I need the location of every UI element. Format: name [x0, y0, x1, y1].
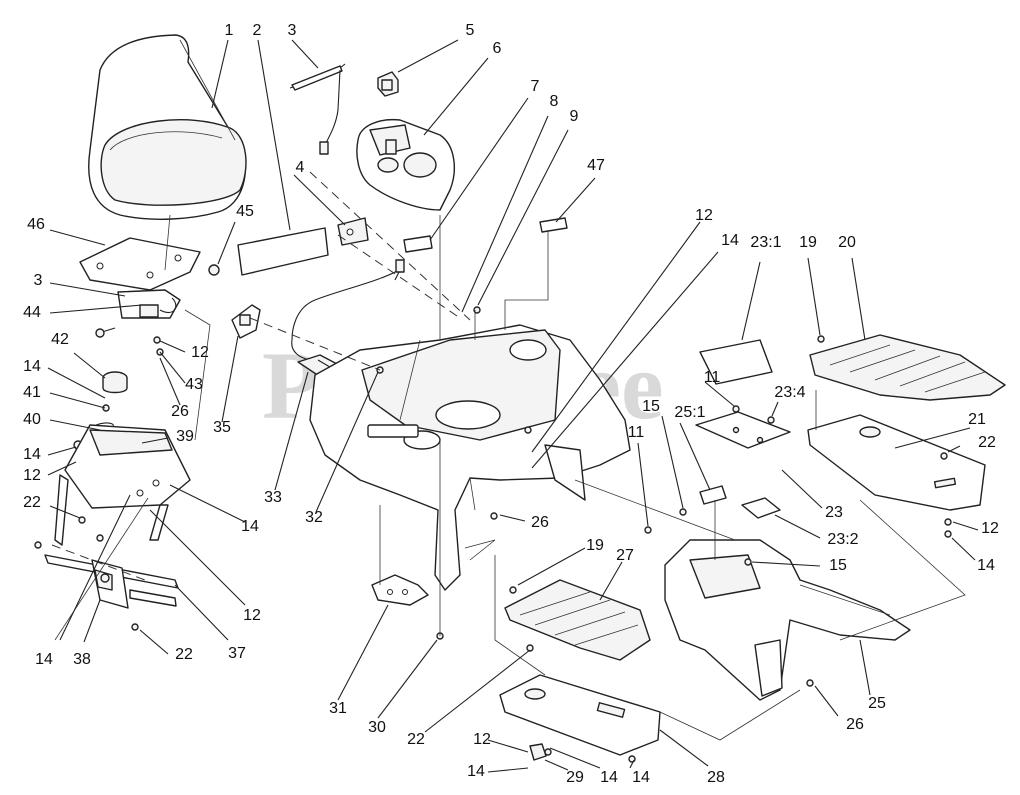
callout-23-2: 23:2: [827, 531, 858, 548]
callout-14h: 14: [600, 769, 618, 786]
decal-panel-2: [237, 227, 329, 276]
callout-12e: 12: [981, 520, 999, 537]
callout-21: 21: [968, 411, 986, 428]
callout-3: 3: [288, 22, 297, 39]
left-footrest-plate: [499, 644, 661, 756]
callout-29: 29: [566, 769, 584, 786]
callout-27: 27: [616, 547, 634, 564]
callout-14g: 14: [467, 763, 485, 780]
callout-32: 32: [305, 509, 323, 526]
callout-22b: 22: [175, 646, 193, 663]
cover-23-2: [741, 497, 781, 519]
callout-14e: 14: [721, 232, 739, 249]
right-footrest-plate: [807, 414, 986, 511]
throttle-cable: [289, 63, 346, 155]
callout-7: 7: [531, 78, 540, 95]
callout-11b: 11: [628, 424, 645, 441]
callout-22d: 22: [407, 731, 425, 748]
callout-23-4: 23:4: [774, 384, 805, 401]
callout-19a: 19: [799, 234, 817, 251]
callout-23-1: 23:1: [750, 234, 781, 251]
callout-25-1: 25:1: [674, 404, 705, 421]
callout-31: 31: [329, 700, 347, 717]
callout-19b: 19: [586, 537, 604, 554]
callout-47: 47: [587, 157, 605, 174]
callout-14f: 14: [977, 557, 995, 574]
callout-12f: 12: [473, 731, 491, 748]
callout-26a: 26: [171, 403, 189, 420]
callout-11a: 11: [704, 369, 721, 386]
callout-41: 41: [23, 384, 41, 401]
callout-15a: 15: [642, 398, 660, 415]
callout-35: 35: [213, 419, 231, 436]
ignition-switch: [377, 71, 399, 97]
callout-45: 45: [236, 203, 254, 220]
callout-2: 2: [253, 22, 262, 39]
callout-37: 37: [228, 645, 246, 662]
assembly-lines: [51, 171, 966, 741]
callout-14c: 14: [241, 518, 259, 535]
callout-labels: 1 2 3 5 6 7 8 9 47 4 46 45 3 44 12 42 43…: [23, 22, 999, 786]
decal-7: [403, 235, 433, 253]
callout-46: 46: [27, 216, 45, 233]
callout-15b: 15: [829, 557, 847, 574]
callout-38: 38: [73, 651, 91, 668]
callout-25: 25: [868, 695, 886, 712]
fender-body: [309, 324, 631, 591]
callout-14d: 14: [35, 651, 53, 668]
right-fender-25: [664, 539, 911, 701]
switch-bracket: [231, 304, 261, 339]
callout-26c: 26: [846, 716, 864, 733]
callout-14i: 14: [632, 769, 650, 786]
left-footrest-mat: [504, 579, 651, 661]
seat: [88, 34, 247, 220]
decal-25-1: [699, 485, 727, 505]
callout-28: 28: [707, 769, 725, 786]
callout-40: 40: [23, 411, 41, 428]
callout-8: 8: [550, 93, 559, 110]
callout-9: 9: [570, 108, 579, 125]
decal-23-1: [699, 339, 773, 385]
callout-26b: 26: [531, 514, 549, 531]
callout-42: 42: [51, 331, 69, 348]
callout-30: 30: [368, 719, 386, 736]
callout-1: 1: [225, 22, 234, 39]
callout-12b: 12: [23, 467, 41, 484]
callout-14a: 14: [23, 358, 41, 375]
callout-14b: 14: [23, 446, 41, 463]
seat-adjust-rail: [34, 516, 179, 631]
callout-43: 43: [185, 376, 203, 393]
seat-frame: [54, 424, 191, 546]
callout-33: 33: [264, 489, 282, 506]
callout-12c: 12: [243, 607, 261, 624]
callout-22a: 22: [23, 494, 41, 511]
callout-22c: 22: [978, 434, 996, 451]
access-cover-23: [695, 411, 791, 449]
callout-44: 44: [23, 304, 41, 321]
wire-harness: [291, 259, 405, 361]
leader-lines: [47, 39, 979, 773]
safety-switch: [337, 217, 369, 246]
fender-bracket: [371, 574, 429, 606]
callout-5: 5: [466, 22, 475, 39]
right-footrest-mat: [809, 334, 1006, 401]
decal-47: [539, 217, 568, 233]
callout-39: 39: [176, 428, 194, 445]
callout-3b: 3: [34, 272, 43, 289]
callout-4: 4: [296, 159, 305, 176]
callout-12d: 12: [695, 207, 713, 224]
control-console: [356, 118, 455, 211]
callout-20: 20: [838, 234, 856, 251]
callout-23: 23: [825, 504, 843, 521]
callout-12a: 12: [191, 344, 209, 361]
seat-switch-bracket: [95, 264, 220, 338]
seat-mounting-plate: [79, 237, 201, 291]
right-hardware: [644, 335, 952, 687]
callout-6: 6: [493, 40, 502, 57]
